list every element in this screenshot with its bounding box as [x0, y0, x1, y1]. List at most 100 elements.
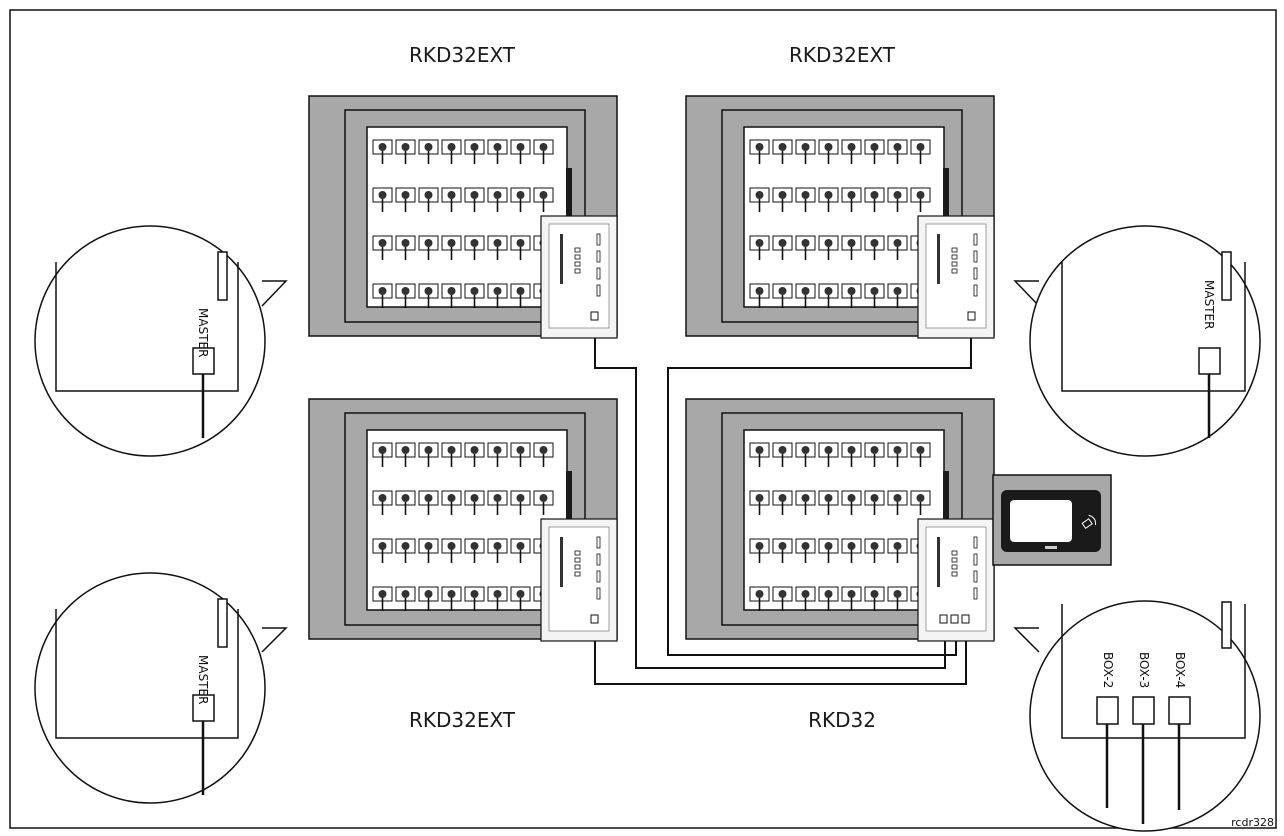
key-slot [795, 187, 816, 212]
key-slot [795, 235, 816, 260]
key-slot [418, 187, 439, 212]
key-slot [418, 538, 439, 563]
controller-module [917, 518, 995, 642]
box-4-port [1168, 696, 1191, 725]
key-slot [749, 538, 770, 563]
key-slot [533, 139, 554, 164]
key-slot [395, 139, 416, 164]
key-slot [441, 586, 462, 611]
key-slot [487, 442, 508, 467]
wire-box-4 [594, 622, 967, 685]
key-slot [487, 586, 508, 611]
key-slot [772, 235, 793, 260]
key-slot [818, 586, 839, 611]
key-slot [395, 586, 416, 611]
controller-module [917, 215, 995, 339]
key-slot [772, 490, 793, 515]
key-slot [533, 187, 554, 212]
contactless-icon [1081, 514, 1097, 530]
key-slot [418, 586, 439, 611]
key-slot [887, 283, 908, 308]
key-slot [487, 283, 508, 308]
key-slot [887, 139, 908, 164]
cabinet-title-top-left: RKD32EXT [409, 43, 516, 67]
key-slot [418, 139, 439, 164]
door-latch [943, 168, 949, 220]
terminal-logo [1045, 546, 1057, 549]
key-slot [841, 139, 862, 164]
key-slot [510, 538, 531, 563]
key-slot [749, 490, 770, 515]
reference-code: rcdr328 [1231, 816, 1274, 829]
key-slot [887, 187, 908, 212]
key-slot [418, 490, 439, 515]
key-slot [441, 538, 462, 563]
key-slot [749, 187, 770, 212]
box-2-port [1096, 696, 1119, 725]
key-slot [887, 442, 908, 467]
key-slot [772, 139, 793, 164]
box-3-port [1132, 696, 1155, 725]
master-label: MASTER [196, 308, 210, 357]
key-slot [418, 283, 439, 308]
key-slot [441, 235, 462, 260]
key-slot [487, 490, 508, 515]
callout-bottom-right: BOX-2 BOX-3 BOX-4 [1013, 600, 1261, 832]
key-slot [887, 538, 908, 563]
key-slot [510, 235, 531, 260]
key-slot [510, 442, 531, 467]
key-slot [372, 187, 393, 212]
cabinet-title-top-right: RKD32EXT [789, 43, 896, 67]
wire-box-3 [667, 320, 972, 656]
key-slot [487, 187, 508, 212]
key-slot [372, 283, 393, 308]
key-slot [749, 139, 770, 164]
key-slot [818, 538, 839, 563]
key-slot [464, 586, 485, 611]
box-3-label: BOX-3 [1137, 652, 1151, 688]
cabinet-bottom-right [685, 398, 995, 642]
key-slot [533, 442, 554, 467]
key-slot [772, 283, 793, 308]
key-slot [841, 490, 862, 515]
key-slot [841, 442, 862, 467]
key-slot [864, 490, 885, 515]
box-port-connector [950, 614, 959, 624]
key-slot [864, 538, 885, 563]
master-label: MASTER [196, 655, 210, 704]
key-slot [441, 139, 462, 164]
door-latch [566, 471, 572, 523]
key-slot [864, 442, 885, 467]
key-slot [464, 538, 485, 563]
key-slot [533, 490, 554, 515]
master-port [1198, 347, 1221, 375]
door-latch [566, 168, 572, 220]
controller-module [540, 518, 618, 642]
key-slot [864, 139, 885, 164]
key-slot [395, 490, 416, 515]
cabinet-top-left [308, 95, 618, 339]
key-slot [864, 586, 885, 611]
rkd32-terminal [992, 474, 1112, 566]
key-slot [910, 490, 931, 515]
key-slot [372, 235, 393, 260]
box-port-connector [961, 614, 970, 624]
key-slot [818, 235, 839, 260]
key-slot [864, 283, 885, 308]
key-slot [818, 139, 839, 164]
key-slot [772, 538, 793, 563]
key-slot [441, 490, 462, 515]
key-slot [464, 139, 485, 164]
terminal-screen [1010, 500, 1072, 542]
key-slot [464, 283, 485, 308]
key-slot [818, 187, 839, 212]
key-slot [418, 442, 439, 467]
key-slot [887, 235, 908, 260]
key-slot [910, 139, 931, 164]
key-slot [910, 442, 931, 467]
key-slot [772, 586, 793, 611]
key-slot [864, 235, 885, 260]
callout-top-right: MASTER [1013, 225, 1261, 457]
key-slot [864, 187, 885, 212]
